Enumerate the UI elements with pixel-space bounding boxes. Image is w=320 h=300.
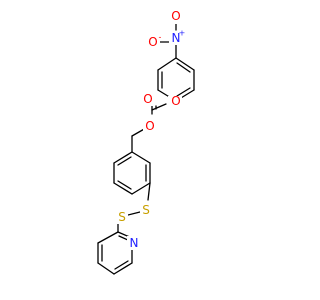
nitro-o-side-charge: - bbox=[159, 33, 162, 42]
pyridine-n-label: N bbox=[130, 236, 139, 250]
bond-ring1-f bbox=[157, 57, 177, 71]
bond-ring2-d-inner bbox=[117, 180, 132, 190]
ester-o-benzyl-label: O bbox=[145, 119, 154, 133]
nitro-n-charge: + bbox=[179, 29, 186, 38]
carbonyl-o-label: O bbox=[143, 92, 152, 106]
bond-ring2-c bbox=[131, 182, 151, 195]
bond-ring2-f bbox=[113, 151, 133, 164]
bond-lines bbox=[97, 19, 195, 275]
nitro-n-label: N bbox=[172, 31, 181, 45]
bond-ring1-a bbox=[175, 57, 195, 71]
bond-ring2-d bbox=[113, 182, 133, 195]
atom-labels: N + O O - O O O S S N bbox=[116, 9, 185, 250]
sulfur-1-label: S bbox=[142, 203, 150, 217]
molecule-structure: N + O O - O O O S S N bbox=[97, 9, 195, 275]
nitro-o-top-label: O bbox=[171, 9, 180, 23]
sulfur-2-label: S bbox=[118, 210, 126, 224]
bond-py-c bbox=[113, 262, 133, 275]
structure-canvas: N + O O - O O O S S N bbox=[97, 9, 195, 275]
bond-ring-s1 bbox=[147, 182, 151, 201]
bond-o-carbonyl-c bbox=[151, 103, 167, 111]
bond-py-f bbox=[97, 231, 119, 244]
bond-ring2-f-inner bbox=[117, 156, 132, 166]
bond-ring1-a-inner bbox=[176, 62, 191, 73]
ester-o-aryl-label: O bbox=[171, 94, 180, 108]
bond-py-d bbox=[97, 262, 115, 275]
bond-ring2-a bbox=[131, 151, 151, 164]
bond-ring1-c-inner bbox=[176, 87, 191, 97]
nitro-o-side-label: O bbox=[148, 35, 157, 49]
bond-py-c-inner bbox=[114, 260, 129, 270]
